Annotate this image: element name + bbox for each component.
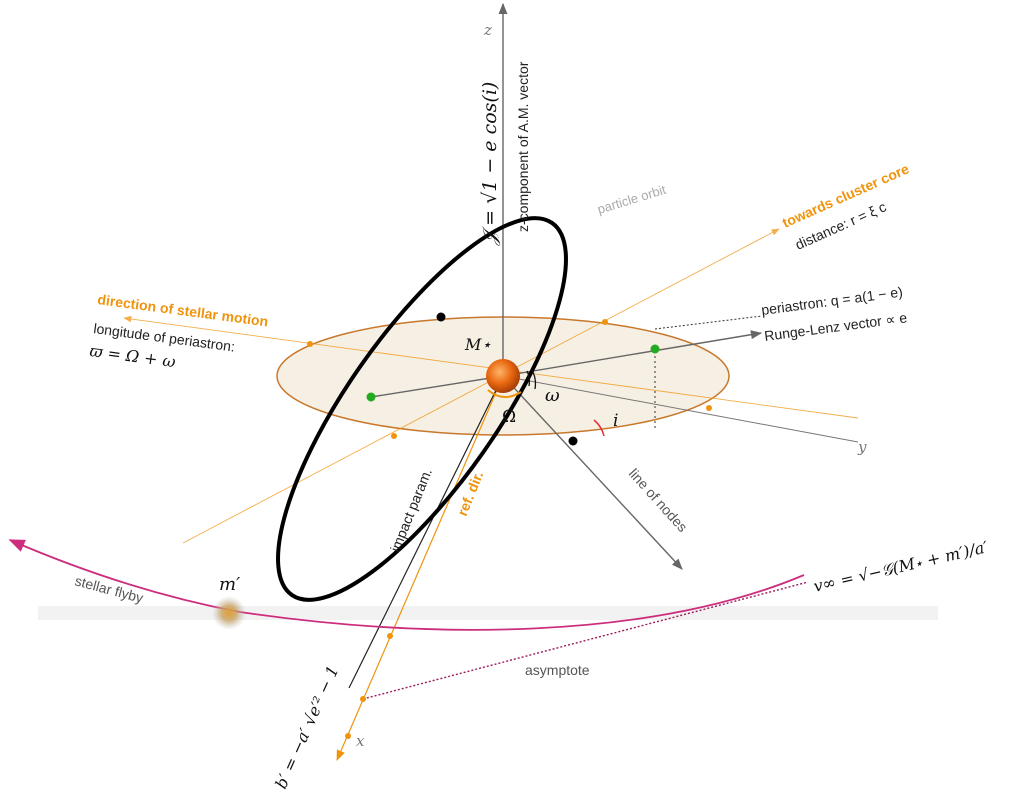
inclination-arc	[593, 419, 605, 437]
x-axis-dot	[345, 733, 351, 739]
v-infinity-formula: v∞ = √−𝒢(M⋆ + m′)/a′	[812, 537, 990, 596]
periastron-label-dotted	[654, 315, 763, 330]
disc-dot-left	[307, 341, 313, 347]
periastron-point	[650, 344, 660, 354]
y-axis-label: y	[857, 438, 867, 456]
z-axis-label: z	[483, 21, 492, 39]
flyby-star	[212, 596, 246, 630]
asymptote-line	[362, 581, 809, 700]
impact-parameter-line	[348, 375, 504, 689]
asymptote-label: asymptote	[525, 662, 590, 678]
central-star	[486, 359, 520, 393]
y-axis	[502, 375, 859, 443]
big-omega-arc	[487, 389, 522, 398]
stellar-flyby-path	[8, 539, 805, 631]
apastron-point	[366, 392, 376, 402]
flyby-ref-dot	[387, 633, 393, 639]
omega-small-label: ω	[545, 385, 560, 406]
asymptote-ref-dot	[360, 696, 366, 702]
line-of-nodes-vector	[502, 375, 683, 570]
omega-big-label: Ω	[502, 407, 516, 427]
runge-lenz-vector	[502, 330, 763, 377]
j-formula: 𝒥 = √1 − e cos(i)	[479, 82, 501, 246]
ref-dir-label: ref. dir.	[454, 469, 486, 518]
descending-node-point	[568, 436, 578, 446]
inclination-label: i	[613, 411, 618, 431]
particle-orbit	[276, 216, 568, 602]
particle-orbit-label: particle orbit	[595, 182, 667, 217]
varpi-formula: ϖ = Ω + ω	[88, 341, 176, 371]
m-star-label: M⋆	[464, 335, 491, 354]
reference-direction-line	[336, 375, 504, 761]
disc-dot-right	[706, 405, 712, 411]
b-prime-formula: b′ = −a′ √e′² − 1	[271, 663, 342, 792]
apsidal-line	[370, 375, 504, 398]
m-prime-label: m′	[219, 574, 240, 595]
ascending-node-point	[436, 312, 446, 322]
disc-dot-top	[602, 319, 608, 325]
cluster-core-direction-line	[182, 228, 780, 544]
disc-dot-bottom	[391, 433, 397, 439]
omega-arc-outer	[531, 369, 537, 390]
x-axis-label: x	[356, 732, 365, 750]
line-of-nodes-label: line of nodes	[626, 465, 691, 535]
flyby-plane-band	[38, 606, 938, 620]
am-vector-label: z-component of A.M. vector	[515, 61, 531, 232]
omega-arc-inner	[526, 370, 531, 387]
